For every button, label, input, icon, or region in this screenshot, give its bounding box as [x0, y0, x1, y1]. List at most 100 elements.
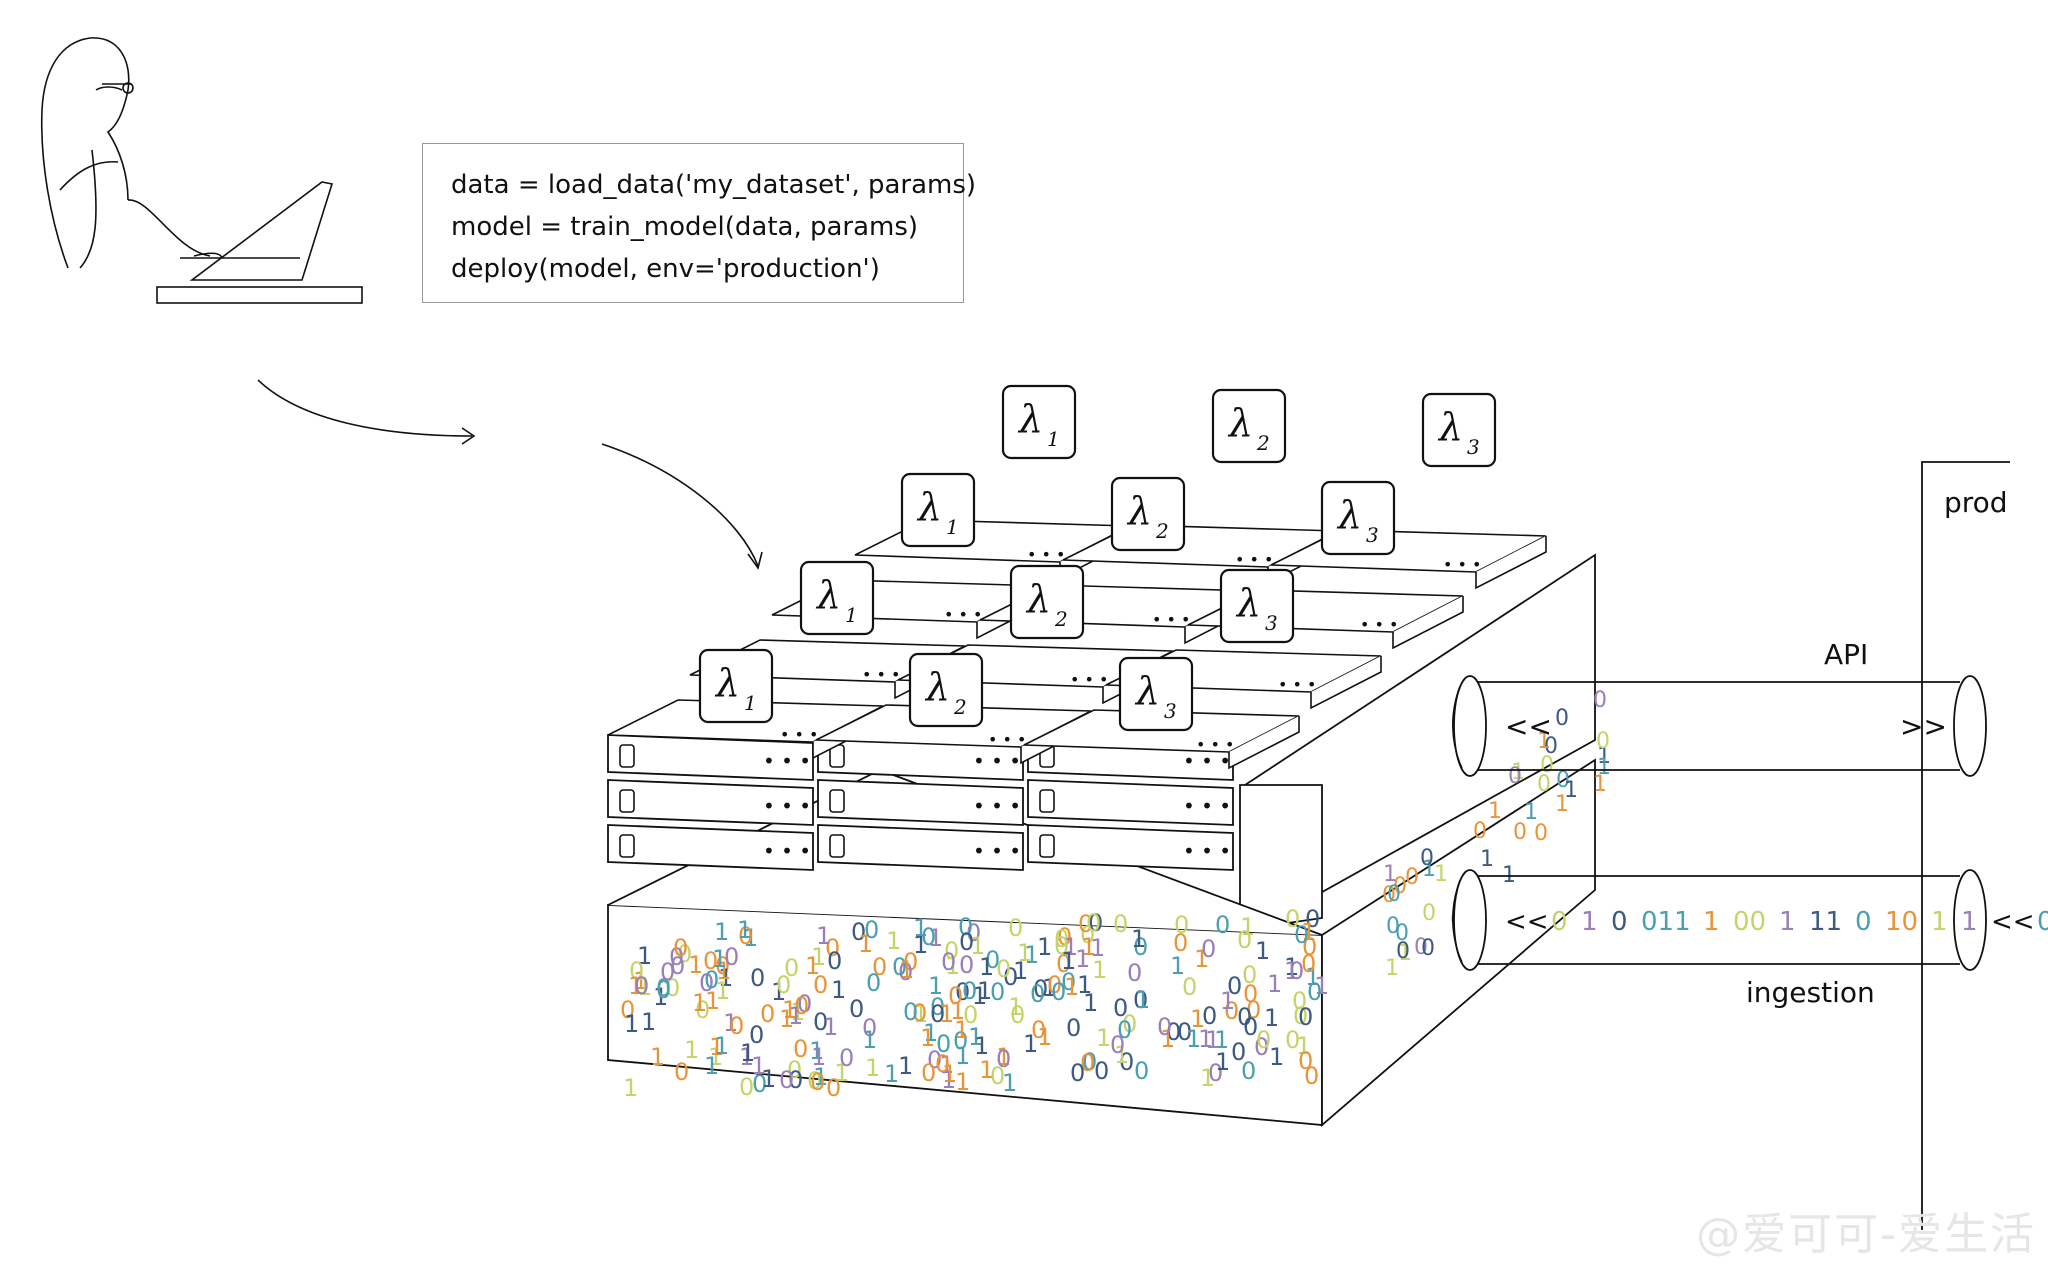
binary-digit: 0 [1134, 1057, 1149, 1085]
binary-digit: 0 [1113, 910, 1128, 938]
server-front [817, 824, 1024, 871]
binary-digit: 1 [974, 1032, 989, 1060]
binary-digit: 0 [935, 1050, 950, 1078]
binary-digit: 0 [1157, 1013, 1172, 1041]
binary-digit: 0 [1082, 1048, 1097, 1076]
binary-digit: 1 [1511, 760, 1525, 785]
lambda-symbol: λ [1025, 577, 1051, 621]
binary-digit: 0 [665, 974, 680, 1002]
binary-digit: 1 [928, 972, 943, 1000]
binary-digit: 0 [1246, 996, 1261, 1024]
binary-digit: 1 [858, 930, 873, 958]
binary-digit: 0 [1003, 963, 1018, 991]
binary-digit: 1 [1555, 792, 1569, 817]
binary-digit: 0 [1304, 1062, 1319, 1090]
binary-digit: 0 [739, 1073, 754, 1101]
binary-digit: 1 [1264, 1004, 1279, 1032]
binary-digit: 1 [1008, 993, 1023, 1021]
ingestion-token: 10 [1885, 907, 1918, 937]
binary-digit: 1 [823, 1013, 838, 1041]
binary-digit: 0 [1056, 950, 1071, 978]
binary-digit: 0 [898, 958, 913, 986]
binary-digit: 0 [1177, 1018, 1192, 1046]
server-ellipsis: • • • [973, 839, 1021, 863]
binary-digit: 0 [673, 934, 688, 962]
binary-digit: 1 [737, 916, 752, 944]
binary-digit: 1 [771, 978, 786, 1006]
server-unit: • • • [607, 779, 814, 826]
binary-digit: 1 [1524, 800, 1538, 825]
pipe-end-right [1953, 869, 1987, 971]
binary-digit: 0 [1237, 1003, 1252, 1031]
binary-digit: 1 [1200, 1064, 1215, 1092]
binary-digit: 1 [1284, 957, 1299, 985]
binary-digit: 1 [633, 967, 648, 995]
binary-digit: 0 [1241, 1057, 1256, 1085]
ingestion-token: 0 [1611, 907, 1628, 937]
binary-digit: 1 [650, 1043, 665, 1071]
binary-digit: 1 [928, 924, 943, 952]
binary-digit: 0 [903, 948, 918, 976]
binary-digit: 1 [970, 932, 985, 960]
lambda-box-frame [698, 648, 774, 724]
binary-digit: 1 [811, 943, 826, 971]
binary-digit: 1 [1214, 1026, 1229, 1054]
binary-digit: 1 [886, 927, 901, 955]
binary-digit: 0 [1298, 1047, 1313, 1075]
binary-digit: 0 [1166, 1018, 1181, 1046]
binary-digit: 0 [1066, 1014, 1081, 1042]
binary-digit: 1 [920, 1024, 935, 1052]
binary-digit: 0 [1047, 971, 1062, 999]
binary-digit: 1 [1042, 974, 1057, 1002]
binary-digit: 1 [1205, 1026, 1220, 1054]
binary-digit: 0 [1224, 997, 1239, 1025]
server-unit: • • • [817, 824, 1024, 871]
slab-ellipsis: • • • [1443, 555, 1481, 574]
binary-digit: 1 [1160, 1025, 1175, 1053]
lambda-box-frame [1320, 480, 1396, 556]
code-line-train: model = train_model(data, params) [451, 212, 919, 242]
binary-digit: 0 [1293, 1002, 1308, 1030]
slab-ellipsis: • • • [988, 730, 1026, 749]
lambda-subscript: 2 [953, 695, 967, 719]
ingestion-token: 1 [1703, 907, 1720, 937]
lambda-subscript: 2 [1256, 431, 1270, 455]
pipe-inner-lip [1452, 685, 1463, 769]
binary-digit: 0 [1174, 911, 1189, 939]
binary-digit: 0 [1555, 706, 1569, 731]
binary-digit: 1 [716, 957, 731, 985]
binary-digit: 1 [1190, 1005, 1205, 1033]
binary-digit: 0 [827, 947, 842, 975]
binary-digit: 0 [1119, 1048, 1134, 1076]
binary-digit: 0 [1243, 1013, 1258, 1041]
arrow-to-deploy [257, 379, 473, 437]
server-front [817, 779, 1024, 826]
binary-digit: 1 [977, 977, 992, 1005]
binary-digit: 0 [1070, 1059, 1085, 1087]
flow-arrows [257, 379, 763, 570]
person-with-laptop-icon [40, 37, 363, 304]
ingestion-token: 11 [1809, 907, 1842, 937]
binary-digit: 0 [862, 1014, 877, 1042]
binary-digit: 1 [913, 914, 928, 942]
binary-digit: 1 [1024, 941, 1039, 969]
slab-ellipsis: • • • [1152, 610, 1190, 629]
server-ellipsis: • • • [763, 794, 811, 818]
binary-digit: 1 [1198, 1025, 1213, 1053]
binary-digit: 0 [1208, 1059, 1223, 1087]
binary-digit: 0 [921, 923, 936, 951]
binary-digit: 1 [979, 1056, 994, 1084]
ingestion-token: 1 [1779, 907, 1796, 937]
storage-block-front-face [1239, 784, 1323, 932]
binary-digit: 1 [1597, 755, 1611, 780]
binary-digit: 0 [1054, 925, 1069, 953]
binary-digit: 1 [743, 924, 758, 952]
binary-digit: 1 [923, 1019, 938, 1047]
binary-digit: 1 [913, 1000, 928, 1028]
binary-digit: 0 [1556, 768, 1570, 793]
